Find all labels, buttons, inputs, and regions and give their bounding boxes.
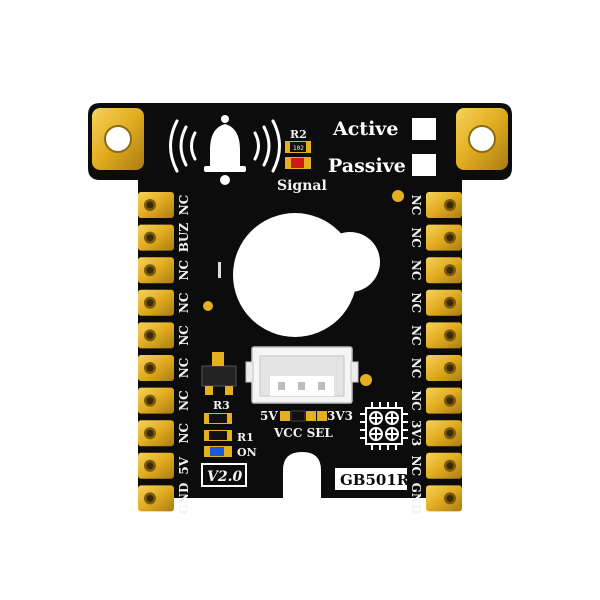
pin-label: BUZ <box>177 223 191 253</box>
mounting-hole-right <box>456 108 508 170</box>
pin-pad <box>138 257 174 284</box>
pin-pad <box>138 452 174 479</box>
model-label: GB501R <box>340 471 410 489</box>
pin-pad <box>426 452 462 479</box>
pin-pad <box>426 322 462 349</box>
pin-label: NC <box>177 195 191 216</box>
vcc-sel-label: VCC SEL <box>273 426 333 440</box>
pin1-marker <box>218 262 221 278</box>
r1-resistor <box>204 430 232 441</box>
pin-label: NC <box>177 260 191 281</box>
pin-pad <box>426 257 462 284</box>
bell-icon <box>169 115 281 185</box>
mounting-hole-left <box>92 108 144 170</box>
active-checkbox <box>412 118 436 140</box>
pin-pad <box>138 224 174 251</box>
r2-label: R2 <box>290 128 307 141</box>
pin-label: NC <box>177 358 191 379</box>
pin-pad <box>426 355 462 381</box>
left-pin-header <box>138 192 174 512</box>
pin-pad <box>138 355 174 381</box>
pin-label: NC <box>409 227 423 248</box>
pin-label: GND <box>409 483 423 515</box>
signal-label: Signal <box>277 178 327 194</box>
vcc-sel-jumper <box>280 410 327 422</box>
r1-label: R1 <box>237 431 254 444</box>
transistor <box>201 352 237 395</box>
passive-label: Passive <box>328 155 406 177</box>
r3-label: R3 <box>213 399 230 412</box>
version-box <box>201 463 247 487</box>
pin-label: NC <box>177 293 191 314</box>
pin-label: NC <box>409 390 423 411</box>
signal-led <box>285 157 311 169</box>
pin-label: 3V3 <box>409 420 423 446</box>
via <box>392 190 404 202</box>
chip-logo-icon <box>360 402 408 450</box>
model-box <box>335 468 407 490</box>
pin-label: GND <box>177 483 191 515</box>
pin-pad <box>426 289 462 316</box>
pin-pad <box>138 322 174 349</box>
via <box>203 301 213 311</box>
pin-pad <box>138 192 174 218</box>
pin-label: 5V <box>177 456 191 474</box>
pin-label: NC <box>409 195 423 216</box>
pin-label: NC <box>409 358 423 379</box>
pin-pad <box>426 224 462 251</box>
passive-checkbox <box>412 154 436 176</box>
pin-label: NC <box>409 260 423 281</box>
pin-pad <box>138 485 174 512</box>
pin-pad <box>138 387 174 414</box>
pin-pad <box>426 387 462 414</box>
pin-pad <box>426 192 462 218</box>
jst-connector <box>245 346 359 404</box>
vcc-5v-label: 5V <box>260 409 278 423</box>
right-pin-header <box>426 192 462 512</box>
power-led <box>204 446 232 457</box>
on-label: ON <box>237 446 257 459</box>
r3-resistor <box>204 413 232 424</box>
pin-pad <box>426 420 462 447</box>
pin-label: NC <box>177 390 191 411</box>
pin-pad <box>138 289 174 316</box>
version-label: V2.0 <box>207 469 242 485</box>
active-label: Active <box>332 118 398 140</box>
buzzer-cutout <box>233 213 380 337</box>
pin-pad <box>138 420 174 447</box>
r2-resistor: 102 <box>285 141 311 153</box>
pin-pad <box>426 485 462 512</box>
pin-label: NC <box>177 325 191 346</box>
pin-label: NC <box>177 423 191 444</box>
bottom-notch <box>283 452 321 498</box>
pin-label: NC <box>409 293 423 314</box>
left-pin-labels: NC BUZ NC NC NC NC NC NC 5V GND <box>177 195 191 514</box>
vcc-3v3-label: 3V3 <box>327 409 353 423</box>
svg-text:102: 102 <box>293 145 304 152</box>
via <box>360 374 372 386</box>
pin-label: NC <box>409 325 423 346</box>
pin-label: NC <box>409 456 423 477</box>
